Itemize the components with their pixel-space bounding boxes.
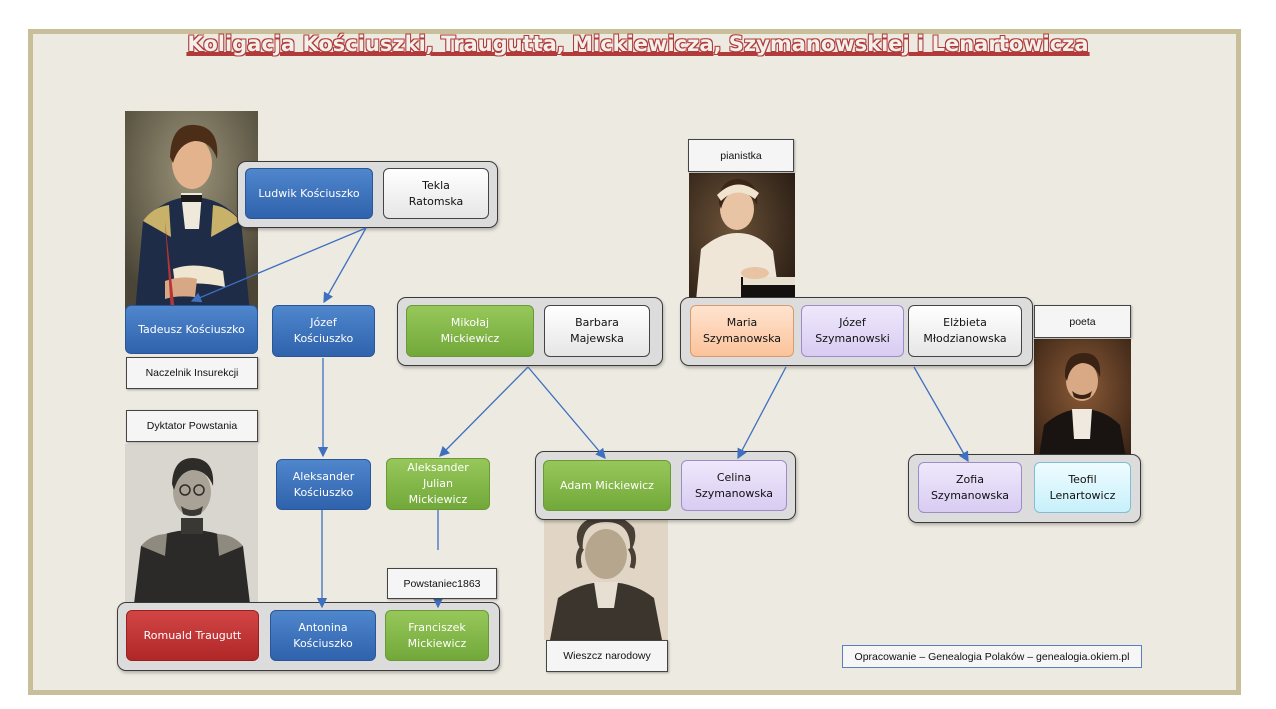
portrait-tadeusz-kosciuszko (125, 111, 258, 313)
person-antonina-kosciuszko: Antonina Kościuszko (270, 610, 376, 661)
person-jozef-szymanowski: Józef Szymanowski (801, 305, 904, 357)
person-ludwik-kosciuszko: Ludwik Kościuszko (245, 168, 373, 219)
portrait-maria-szymanowska (689, 173, 795, 311)
person-tekla-ratomska: Tekla Ratomska (383, 168, 489, 219)
portrait-romuald-traugutt (125, 444, 258, 612)
person-jozef-kosciuszko: Józef Kościuszko (272, 305, 375, 357)
person-tadeusz-kosciuszko: Tadeusz Kościuszko (125, 305, 258, 354)
person-teofil-lenartowicz: Teofil Lenartowicz (1034, 462, 1131, 513)
arrow-ludwik-jozef (323, 227, 367, 304)
label-pianistka: pianistka (688, 139, 794, 172)
person-zofia-szymanowska: Zofia Szymanowska (918, 462, 1022, 513)
arrow-mikolaj-aleksander-julian (439, 366, 529, 457)
person-barbara-majewska: Barbara Majewska (544, 305, 650, 357)
label-dyktator-powstania: Dyktator Powstania (126, 410, 258, 442)
portrait-adam-mickiewicz (544, 512, 668, 640)
credit-note: Opracowanie – Genealogia Polaków – genea… (842, 645, 1142, 668)
person-romuald-traugutt: Romuald Traugutt (126, 610, 259, 661)
label-wieszcz-narodowy: Wieszcz narodowy (546, 640, 668, 672)
person-maria-szymanowska: Maria Szymanowska (690, 305, 794, 357)
label-powstaniec-1863: Powstaniec1863 (387, 568, 497, 599)
person-aleksander-kosciuszko: Aleksander Kościuszko (276, 459, 371, 510)
arrow-jozef-zofia (913, 366, 969, 463)
label-poeta: poeta (1034, 305, 1131, 338)
person-aleksander-julian-mickiewicz: Aleksander Julian Mickiewicz (386, 458, 490, 510)
diagram-title: Koligacja Kościuszki, Traugutta, Mickiew… (187, 32, 1089, 56)
person-celina-szymanowska: Celina Szymanowska (681, 460, 787, 511)
label-naczelnik-insurekcji: Naczelnik Insurekcji (126, 357, 258, 389)
portrait-teofil-lenartowicz (1034, 339, 1131, 463)
person-mikolaj-mickiewicz: Mikołaj Mickiewicz (406, 305, 534, 357)
person-elzbieta-mlodzianowska: Elżbieta Młodzianowska (908, 305, 1022, 357)
arrow-mikolaj-adam (527, 366, 606, 459)
arrow-ludwik-tadeusz (190, 227, 367, 303)
arrow-jozef-celina (737, 366, 787, 460)
person-franciszek-mickiewicz: Franciszek Mickiewicz (385, 610, 489, 661)
person-adam-mickiewicz: Adam Mickiewicz (543, 460, 671, 511)
